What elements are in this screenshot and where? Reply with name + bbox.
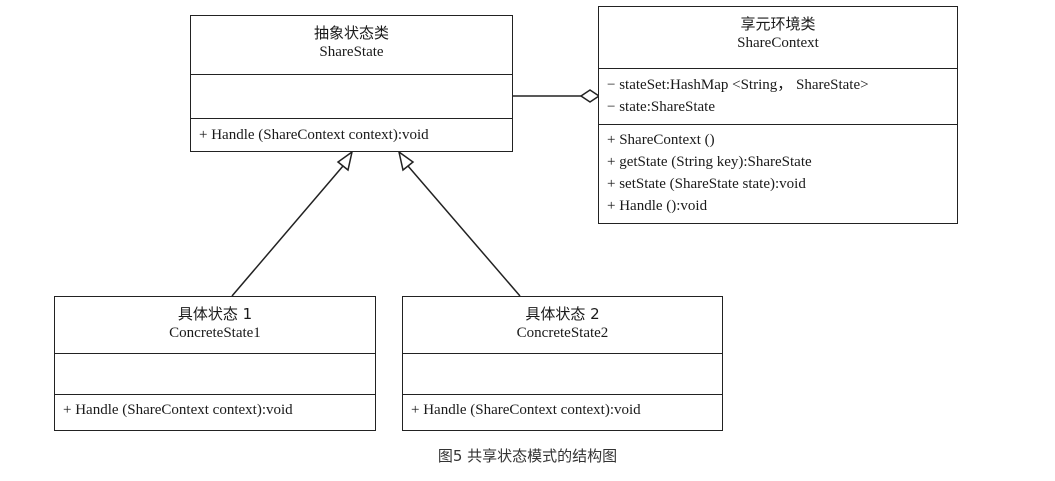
class-name-section: 具体状态 1 ConcreteState1 xyxy=(55,297,375,354)
concrete-state-2-class: 具体状态 2 ConcreteState2 + Handle (ShareCon… xyxy=(402,296,723,431)
concrete-state-1-class: 具体状态 1 ConcreteState1 + Handle (ShareCon… xyxy=(54,296,376,431)
class-name-section: 抽象状态类 ShareState xyxy=(191,16,512,75)
class-name-en: ConcreteState2 xyxy=(516,325,609,341)
share-context-class: 享元环境类 ShareContext − stateSet:HashMap <S… xyxy=(598,6,958,224)
operation: + Handle (ShareContext context):void xyxy=(63,402,293,418)
class-name-en: ShareContext xyxy=(737,35,819,51)
operations-section: + ShareContext () + getState (String key… xyxy=(599,125,957,217)
operation: + getState (String key):ShareState xyxy=(607,154,812,170)
operation: + Handle (ShareContext context):void xyxy=(199,127,429,143)
operation: + Handle ():void xyxy=(607,198,708,214)
operation: + setState (ShareState state):void xyxy=(607,176,806,192)
operation: + Handle (ShareContext context):void xyxy=(411,402,641,418)
class-name-zh: 具体状态 1 xyxy=(177,305,253,323)
class-name-zh: 享元环境类 xyxy=(740,15,816,33)
operations-section: + Handle (ShareContext context):void xyxy=(403,395,722,421)
attribute: − stateSet:HashMap <String， ShareState> xyxy=(607,77,869,93)
generalization-line-1 xyxy=(231,165,344,297)
attributes-section xyxy=(403,354,722,395)
class-name-zh: 具体状态 2 xyxy=(525,305,600,323)
operations-section: + Handle (ShareContext context):void xyxy=(191,119,512,146)
generalization-arrow-1 xyxy=(336,150,354,172)
attributes-section xyxy=(191,75,512,119)
class-name-en: ShareState xyxy=(319,44,384,60)
attributes-section: − stateSet:HashMap <String， ShareState> … xyxy=(599,69,957,125)
attributes-section xyxy=(55,354,375,395)
operation: + ShareContext () xyxy=(607,132,715,148)
class-name-section: 具体状态 2 ConcreteState2 xyxy=(403,297,722,354)
attribute: − state:ShareState xyxy=(607,99,716,115)
class-name-section: 享元环境类 ShareContext xyxy=(599,7,957,69)
generalization-arrow-2 xyxy=(397,150,415,172)
class-name-en: ConcreteState1 xyxy=(169,325,261,341)
generalization-line-2 xyxy=(407,165,521,297)
figure-caption: 图5 共享状态模式的结构图 xyxy=(437,447,618,465)
operations-section: + Handle (ShareContext context):void xyxy=(55,395,375,421)
share-state-class: 抽象状态类 ShareState + Handle (ShareContext … xyxy=(190,15,513,152)
class-name-zh: 抽象状态类 xyxy=(313,24,389,42)
aggregation-diamond xyxy=(579,89,601,103)
